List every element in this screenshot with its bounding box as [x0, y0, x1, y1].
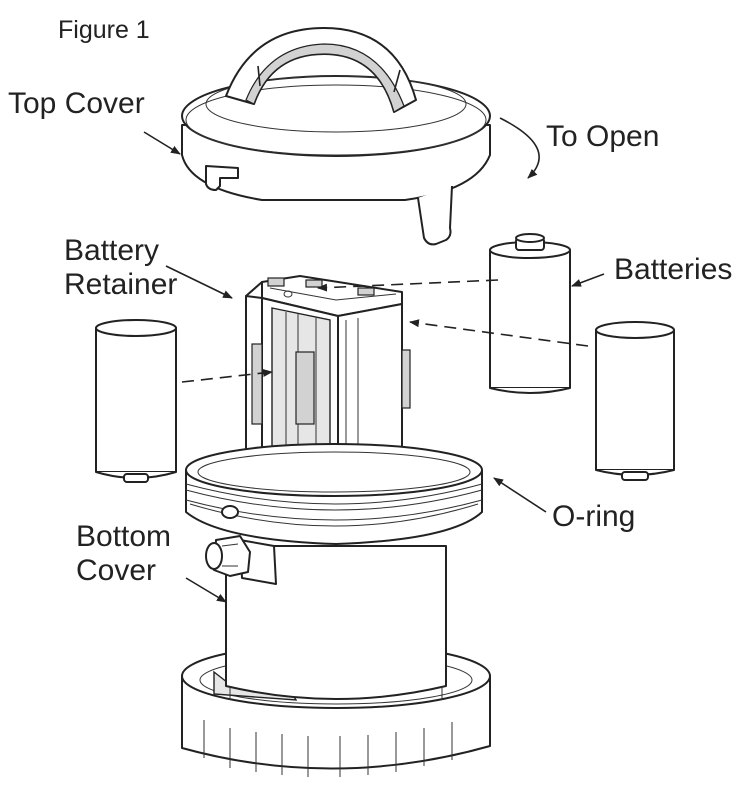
top-cover-leader — [143, 131, 181, 155]
to-open-arrow — [499, 117, 540, 179]
battery-center — [489, 233, 571, 394]
to-open-label: To Open — [546, 120, 660, 153]
battery-retainer-label-line1: Battery — [64, 234, 160, 267]
bottom-cover-label: Bottom Cover — [76, 520, 171, 587]
battery-retainer-label-line2: Retainer — [64, 267, 178, 301]
top-cover-label: Top Cover — [8, 87, 145, 120]
o-ring-leader — [493, 477, 547, 513]
battery-retainer-label: Battery Retainer — [64, 234, 177, 301]
insert-arrow-left — [181, 369, 273, 383]
insert-arrow-right — [409, 319, 589, 347]
o-ring-label: O-ring — [552, 500, 636, 533]
top-cover — [181, 27, 491, 246]
battery-left — [95, 319, 177, 483]
bottom-cover-label-line2: Cover — [76, 553, 157, 587]
bottom-cover-label-line1: Bottom — [76, 520, 172, 553]
battery-right — [595, 321, 675, 481]
battery-retainer — [245, 275, 411, 469]
figure-title: Figure 1 — [58, 16, 150, 44]
batteries-label: Batteries — [614, 253, 733, 286]
bottom-cover — [181, 443, 491, 777]
insert-arrow-center — [317, 279, 499, 292]
battery-retainer-leader — [165, 265, 233, 299]
batteries-leader — [571, 273, 605, 287]
bottom-cover-leader — [185, 577, 227, 603]
